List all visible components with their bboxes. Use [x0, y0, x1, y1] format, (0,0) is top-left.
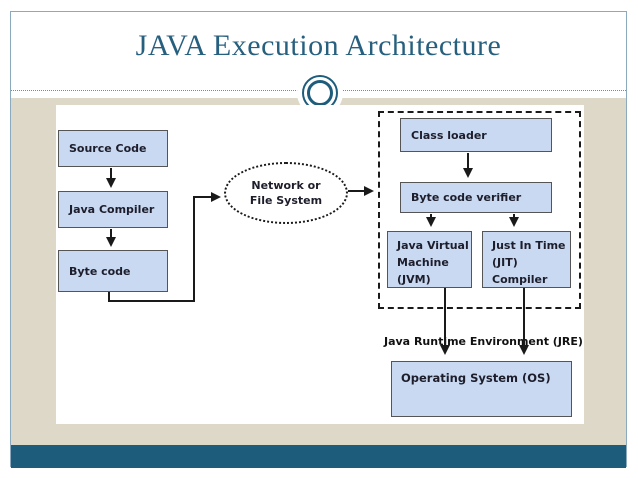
node-network-or-file-system: Network or File System: [224, 162, 348, 224]
jre-dashed-container: [378, 111, 581, 309]
page-title: JAVA Execution Architecture: [135, 29, 502, 62]
node-jvm-line3: (JVM): [397, 273, 431, 286]
node-java-compiler-label: Java Compiler: [69, 203, 155, 216]
node-jit-line2: (JIT): [492, 256, 518, 269]
node-class-loader-label: Class loader: [411, 128, 487, 142]
node-byte-code-label: Byte code: [69, 264, 131, 278]
node-operating-system: Operating System (OS): [391, 361, 572, 417]
node-byte-code: Byte code: [58, 250, 168, 292]
node-source-code: Source Code: [58, 130, 168, 167]
node-byte-code-verifier: Byte code verifier: [400, 182, 552, 213]
node-jvm-line1: Java Virtual: [397, 239, 469, 252]
diagram-panel: Source Code Java Compiler Byte code Netw…: [56, 105, 584, 424]
node-jvm: Java Virtual Machine (JVM): [387, 231, 472, 288]
node-source-code-label: Source Code: [69, 142, 147, 155]
node-operating-system-label: Operating System (OS): [401, 371, 551, 385]
node-jit-line1: Just In Time: [492, 239, 566, 252]
node-jit-line3: Compiler: [492, 273, 548, 286]
network-label-line1: Network or: [251, 179, 321, 192]
node-java-compiler: Java Compiler: [58, 191, 168, 228]
divider-circle-ornament-inner-ring: [307, 80, 333, 106]
network-label-line2: File System: [249, 194, 323, 207]
slide: JAVA Execution Architecture Source Code …: [10, 11, 627, 468]
node-jit-compiler: Just In Time (JIT) Compiler: [482, 231, 571, 288]
footer-accent-bar: [11, 445, 626, 468]
node-byte-code-verifier-label: Byte code verifier: [411, 191, 522, 204]
node-jvm-line2: Machine: [397, 256, 449, 269]
node-class-loader: Class loader: [400, 118, 552, 152]
jre-caption: Java Runtime Environment (JRE): [384, 335, 583, 348]
